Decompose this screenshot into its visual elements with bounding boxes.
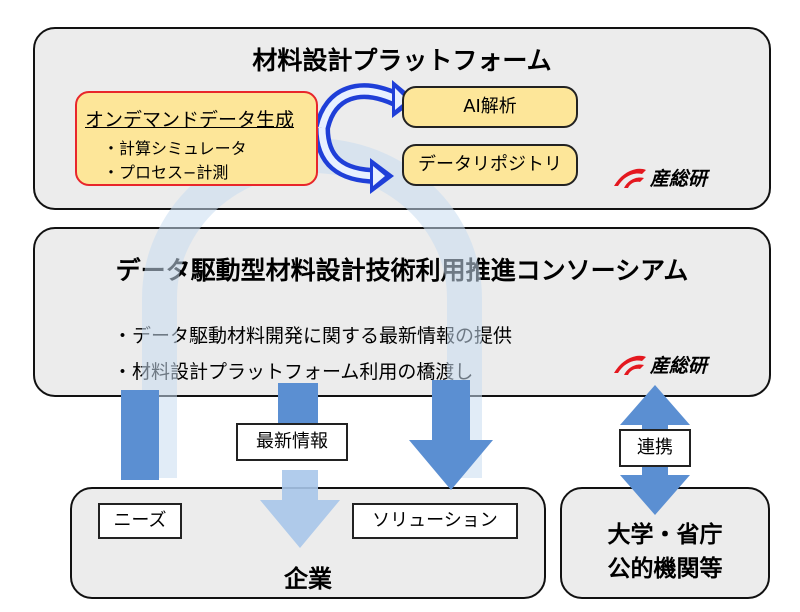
ondemand-item-2: ・プロセス−計測 [103,163,229,182]
consortium-title: データ駆動型材料設計技術利用推進コンソーシアム [115,256,689,285]
institutions-panel: 大学・省庁 公的機関等 [560,487,770,599]
latest-info-arrow-lower [260,470,340,548]
needs-arrow [121,390,159,480]
cooperation-label: 連携 [619,429,691,467]
ondemand-item-1: ・計算シミュレータ [103,139,247,158]
consortium-panel: データ駆動型材料設計技術利用推進コンソーシアム ・データ駆動材料開発に関する最新… [33,227,771,397]
aist-logo-text: 産総研 [650,355,708,377]
consortium-bullet-2: ・材料設計プラットフォーム利用の橋渡し [113,361,474,383]
needs-label: ニーズ [98,503,182,539]
ondemand-box: オンデマンドデータ生成 ・計算シミュレータ ・プロセス−計測 [75,91,318,186]
platform-title: 材料設計プラットフォーム [252,46,552,75]
ondemand-heading: オンデマンドデータ生成 [85,109,295,131]
solutions-arrow [409,380,493,490]
latest-info-label: 最新情報 [236,423,348,461]
latest-info-arrow-upper [278,383,318,430]
institutions-line-2: 公的機関等 [607,556,723,582]
ai-analysis-box: AI解析 [402,86,578,128]
aist-logo-text: 産総研 [650,168,708,190]
institutions-line-1: 大学・省庁 [607,522,723,548]
companies-label: 企業 [284,565,332,593]
aist-logo-consortium: 産総研 [612,351,707,378]
aist-mark-icon [614,168,646,188]
aist-logo-platform: 産総研 [612,164,707,191]
aist-mark-icon [614,355,646,375]
solutions-label: ソリューション [352,503,518,539]
data-repository-box: データリポジトリ [402,144,578,186]
consortium-bullet-1: ・データ駆動材料開発に関する最新情報の提供 [113,325,513,347]
